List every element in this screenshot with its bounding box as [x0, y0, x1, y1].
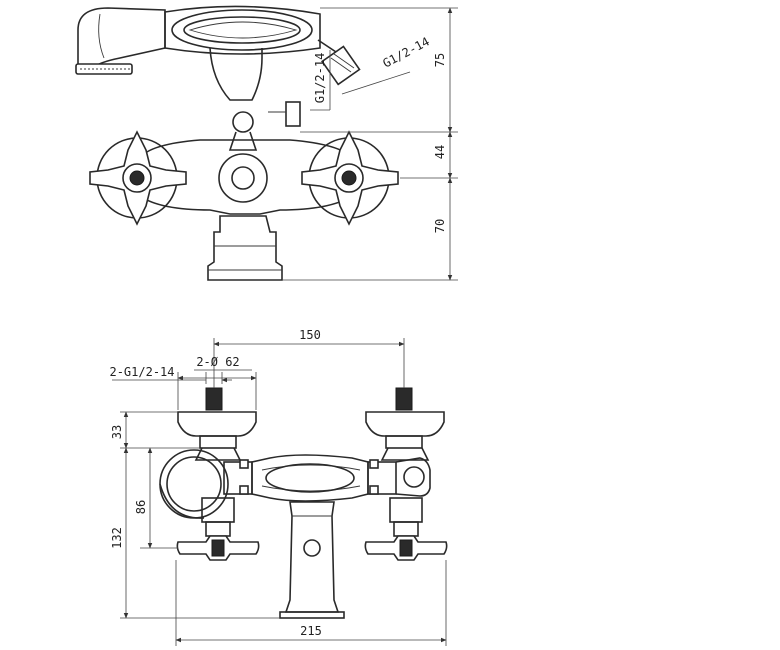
front-view: 150 2-Ø 62 2-G1/2-14 33 86 132 215	[109, 328, 448, 646]
dim-handle-height-label: 86	[134, 500, 148, 514]
inlet-nub	[285, 101, 301, 127]
hand-shower-head	[75, 7, 166, 75]
front-spout	[279, 501, 345, 619]
dim-inlet-diameter-label: 2-Ø 62	[196, 355, 239, 369]
dim-inlet-spacing-label: 150	[299, 328, 321, 342]
dim-upper-label: 75	[433, 53, 447, 67]
right-cross-handle	[301, 130, 399, 226]
front-left-handle	[176, 497, 260, 561]
dim-lower-label: 70	[433, 219, 447, 233]
dim-inlet-thread-label: 2-G1/2-14	[109, 365, 174, 379]
thread-label-angled: G1/2-14	[381, 34, 432, 70]
right-inlet	[365, 387, 445, 461]
left-cross-handle	[89, 130, 187, 226]
faucet-base	[207, 215, 283, 281]
dim-total-height-label: 132	[110, 527, 124, 549]
top-view: 75 44 70 G1/2-14 G1/2-14	[75, 5, 458, 281]
thread-label-vertical: G1/2-14	[313, 53, 327, 104]
cradle-ring	[159, 449, 229, 519]
body-pipes	[223, 454, 431, 502]
thread-leader	[341, 71, 411, 95]
shower-handle	[164, 5, 321, 55]
left-inlet	[177, 387, 257, 461]
front-right-handle	[364, 497, 448, 561]
dim-total-width-label: 215	[300, 624, 322, 638]
dim-middle-label: 44	[433, 145, 447, 159]
dim-top-label: 33	[110, 425, 124, 439]
cradle-arm	[209, 47, 263, 101]
